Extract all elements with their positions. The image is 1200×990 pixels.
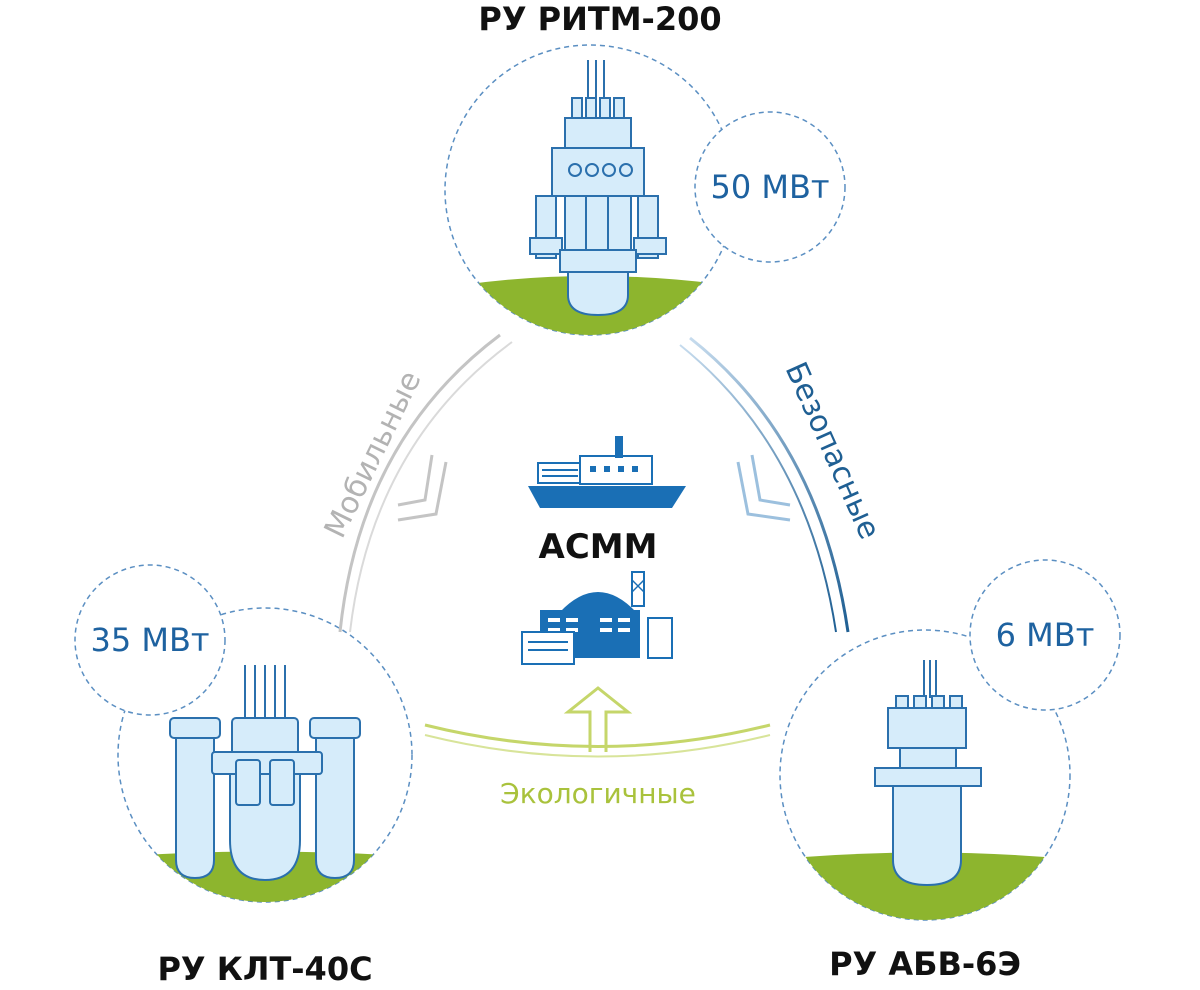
center-title-asmm: АСММ: [539, 527, 658, 567]
node-ritm-200: РУ РИТМ-200: [444, 0, 846, 336]
power-label-ritm-200: 50 МВт: [710, 168, 829, 206]
power-bubble-right: [969, 559, 1121, 711]
power-label-abv-6e: 6 МВт: [996, 616, 1095, 654]
power-bubble-top: [694, 111, 846, 263]
node-title-abv-6e: РУ АБВ-6Э: [829, 945, 1021, 983]
power-label-klt-40s: 35 МВт: [90, 621, 209, 659]
edge-label-safe: Безопасные: [778, 357, 887, 544]
ship-icon: [528, 436, 686, 508]
reactor-abv-6e-icon: [874, 660, 982, 887]
reactor-klt-40s-icon: [169, 665, 361, 882]
node-title-klt-40s: РУ КЛТ-40С: [157, 950, 372, 988]
edge-label-eco: Экологичные: [500, 777, 696, 810]
grey-arrow-icon: [397, 454, 448, 522]
reactor-ritm-200-icon: [529, 60, 667, 317]
edge-right-safe: Безопасные: [679, 336, 887, 633]
blue-arrow-icon: [736, 454, 791, 522]
center-asmm: АСММ: [521, 436, 686, 665]
edge-bottom-eco: Экологичные: [424, 686, 771, 810]
edge-left-mobile: Мобильные: [318, 333, 513, 633]
node-title-ritm-200: РУ РИТМ-200: [478, 0, 721, 38]
node-klt-40s: 35 МВт РУ КЛТ-40С: [74, 564, 413, 988]
green-arrow-icon: [563, 686, 633, 752]
power-plant-icon: [521, 571, 673, 665]
ground-top: [445, 276, 735, 335]
power-bubble-left: [74, 564, 226, 716]
node-abv-6e: 6 МВт РУ АБВ-6Э: [779, 559, 1121, 983]
